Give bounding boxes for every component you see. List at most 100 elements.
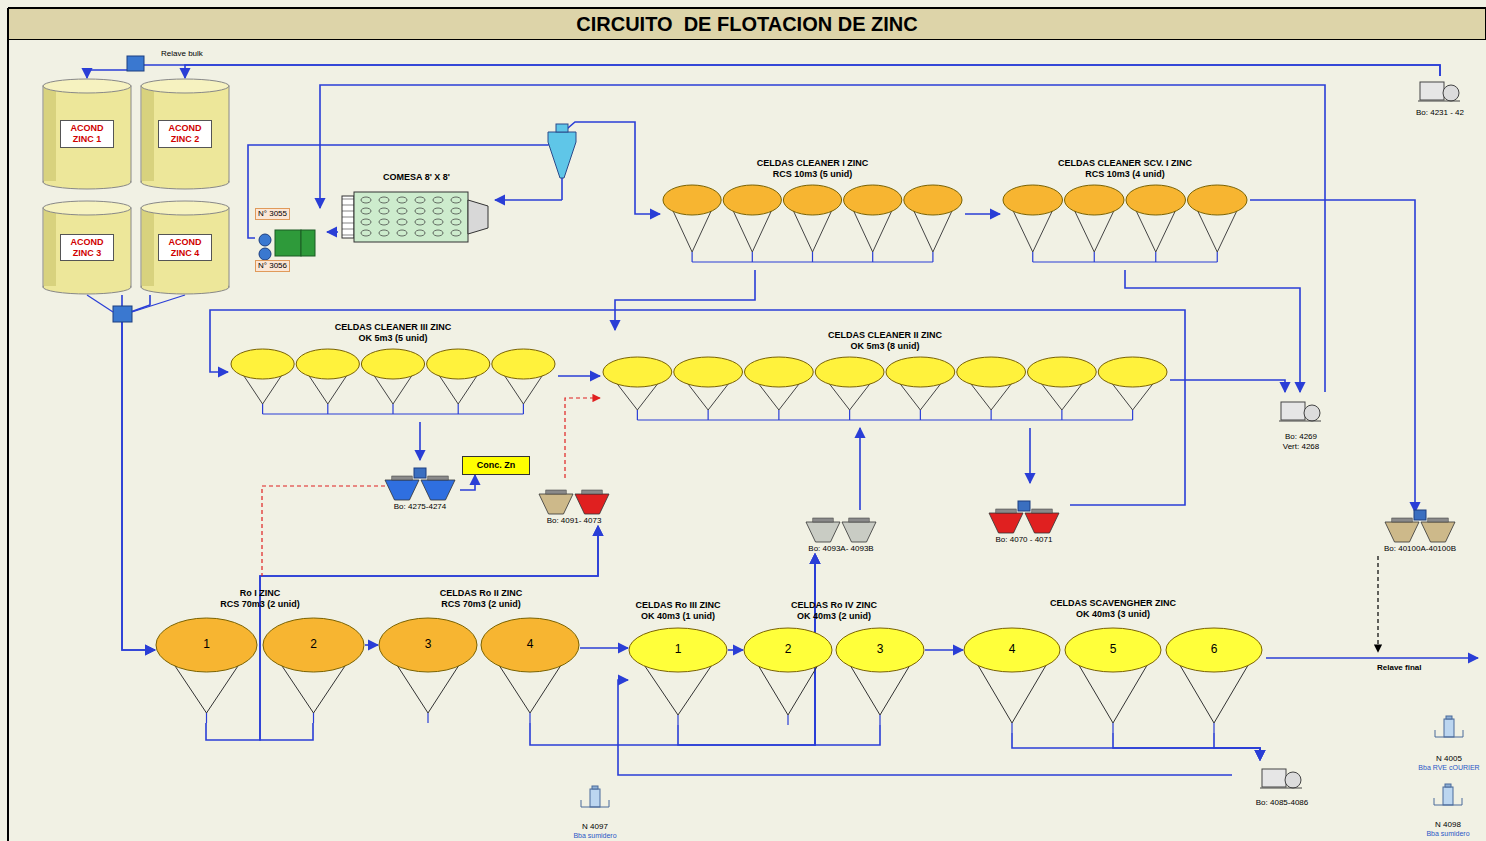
drawing-part	[7, 8, 9, 841]
flow-line	[859, 428, 861, 510]
drawing-part	[206, 713, 207, 723]
drawing-part	[397, 197, 407, 203]
drawing-part	[433, 197, 443, 203]
node-text: Bba sumidero	[557, 831, 633, 840]
drawing-part	[523, 404, 524, 414]
drawing-part	[397, 219, 407, 225]
drawing-part	[556, 124, 568, 132]
drawing-part	[127, 56, 144, 71]
drawing-part	[1392, 518, 1412, 522]
node-text: Vert: 4268	[1283, 442, 1319, 452]
node-text: 2	[310, 637, 317, 651]
flow-line	[260, 526, 598, 740]
node-text: 3	[425, 637, 432, 651]
drawing-part	[451, 208, 461, 214]
drawing-part	[361, 208, 371, 214]
drawing-part	[629, 628, 727, 672]
flow-line	[327, 231, 338, 233]
drawing-part	[263, 618, 364, 672]
flotation-cell-shape	[155, 618, 258, 723]
drawing-part	[141, 86, 229, 182]
drawing-part	[263, 413, 524, 414]
drawing-part	[778, 410, 779, 420]
drawing-part	[468, 200, 488, 234]
flow-line	[565, 398, 600, 478]
drawing-part	[849, 518, 869, 522]
drawing-part	[590, 789, 600, 807]
drawing-part	[259, 248, 271, 260]
flow-line	[1170, 380, 1285, 392]
node-text: OK 5m3 (8 unid)	[850, 341, 919, 352]
drawing-part	[451, 197, 461, 203]
node-text: 1	[203, 637, 210, 651]
drawing-part	[342, 199, 354, 200]
node-text: CELDAS Ro IV ZINC	[791, 600, 877, 611]
node-text: OK 40m3 (1 unid)	[641, 611, 715, 622]
drawing-part	[43, 208, 131, 287]
flotation-cell: 6	[1165, 628, 1263, 733]
drawing-part	[1445, 784, 1451, 787]
flotation-cell-shape	[480, 618, 580, 723]
flow-line	[965, 213, 1000, 215]
flotation-cell: 4	[963, 628, 1061, 733]
drawing-part	[433, 230, 443, 236]
drawing-part	[844, 185, 902, 215]
drawing-part	[744, 628, 832, 672]
drawing-part	[1281, 402, 1305, 420]
drawing-part	[275, 230, 301, 256]
drawing-part	[964, 628, 1060, 672]
drawing-part	[415, 230, 425, 236]
drawing-part	[920, 410, 921, 420]
drawing-part	[957, 357, 1026, 387]
conditioner-tank: ACOND ZINC 2	[140, 78, 230, 190]
drawing-part	[1018, 501, 1030, 511]
drawing-part	[872, 252, 873, 262]
drawing-part	[1061, 410, 1062, 420]
node-text: COMESA 8' X 8'	[383, 172, 450, 183]
drawing-part	[421, 480, 455, 500]
drawing-part	[142, 209, 154, 286]
drawing-part	[142, 209, 228, 286]
conditioner-tank: ACOND ZINC 1	[42, 78, 132, 190]
drawing-part	[836, 628, 924, 672]
flow-line	[320, 85, 1325, 392]
drawing-part	[1025, 513, 1059, 533]
flotation-cell: 1	[155, 618, 258, 723]
drawing-part	[43, 201, 131, 215]
drawing-part	[379, 197, 389, 203]
drawing-part	[582, 490, 602, 494]
drawing-part	[708, 410, 709, 420]
drawing-part	[815, 357, 884, 387]
drawing-part	[1443, 787, 1453, 805]
pump-symbol: Bo: 4269Vert: 4268	[1265, 392, 1337, 452]
drawing-part	[546, 490, 566, 494]
node-text: OK 5m3 (5 unid)	[358, 333, 427, 344]
drawing-part	[1028, 357, 1097, 387]
node-text: CELDAS CLEANER III ZINC	[335, 322, 452, 333]
drawing-part	[495, 199, 562, 201]
flow-line	[185, 65, 1440, 78]
node-text: CELDAS Ro III ZINC	[636, 600, 721, 611]
drawing-part	[385, 480, 419, 500]
diagram-title: CIRCUITO DE FLOTACION DE ZINC	[8, 8, 1486, 40]
drawing-part	[1094, 252, 1095, 262]
drawing-part	[1418, 101, 1460, 102]
drawing-part	[886, 357, 955, 387]
flow-line	[206, 526, 598, 740]
node-text: N° 3055	[255, 208, 290, 220]
drawing-part	[1032, 252, 1033, 262]
drawing-part	[1385, 522, 1419, 542]
drawing-part	[1304, 405, 1320, 421]
drawing-part	[379, 208, 389, 214]
drawing-part	[327, 404, 328, 414]
flow-line	[1214, 733, 1260, 760]
flotation-bank: CELDAS Ro III ZINCOK 40m3 (1 unid)1	[625, 600, 731, 728]
drawing-part	[1011, 723, 1012, 733]
drawing-part	[113, 306, 132, 322]
flow-line	[925, 649, 963, 651]
drawing-part	[637, 419, 1132, 420]
drawing-part	[1462, 798, 1463, 805]
drawing-part	[141, 79, 229, 93]
drawing-part	[752, 252, 753, 262]
